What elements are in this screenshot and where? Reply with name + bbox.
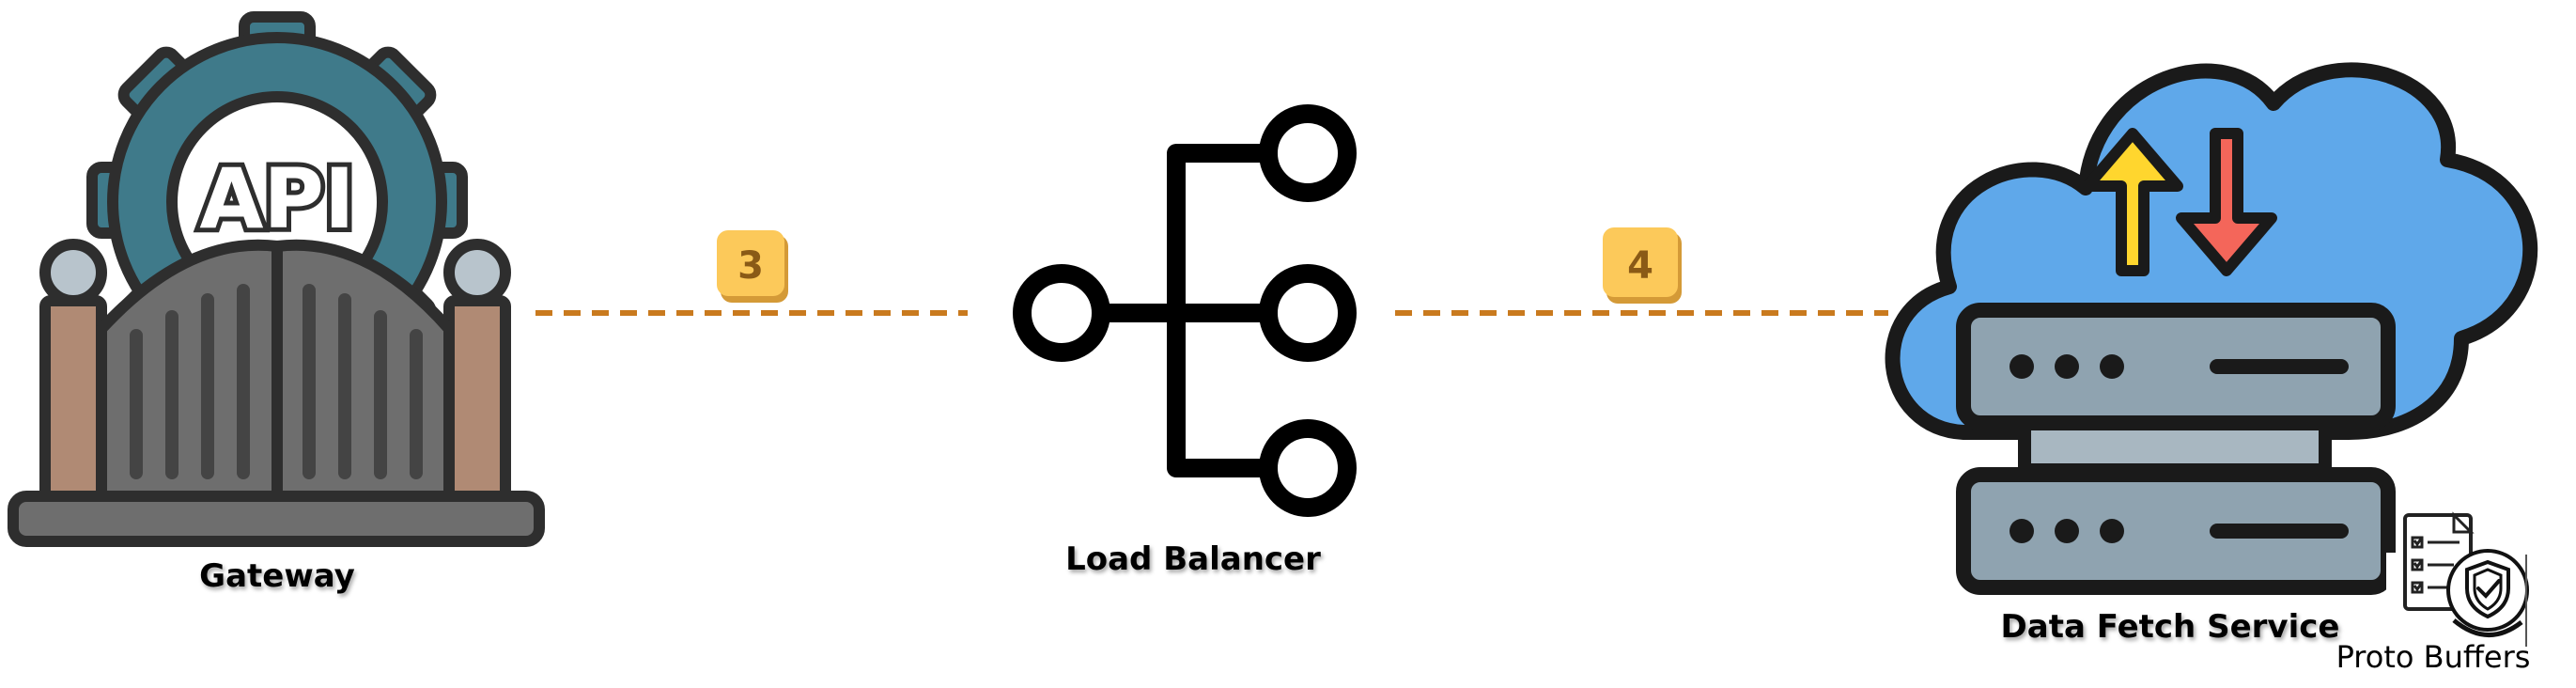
- load-balancer-icon: [1013, 104, 1357, 517]
- server-unit-top: [1956, 303, 2396, 430]
- secure-document-icon: [2386, 511, 2529, 650]
- step-badge-3-text: 3: [737, 244, 764, 288]
- proto-buffers-label: Proto Buffers: [2336, 639, 2531, 675]
- gateway-label: Gateway: [199, 557, 355, 595]
- step-badge-3: 3: [717, 230, 788, 303]
- step-badge-4-text: 4: [1627, 244, 1653, 288]
- download-arrow-icon: [2176, 128, 2277, 276]
- step-badge-4: 4: [1603, 227, 1682, 304]
- api-gateway-icon: API: [8, 11, 545, 547]
- api-icon-text: API: [199, 150, 354, 247]
- upload-arrow-icon: [2082, 128, 2183, 276]
- data-fetch-service-label: Data Fetch Service: [2001, 608, 2340, 646]
- server-unit-bottom: [1956, 467, 2396, 595]
- cloud-server-icon: [1885, 62, 2538, 595]
- load-balancer-label: Load Balancer: [1065, 540, 1321, 578]
